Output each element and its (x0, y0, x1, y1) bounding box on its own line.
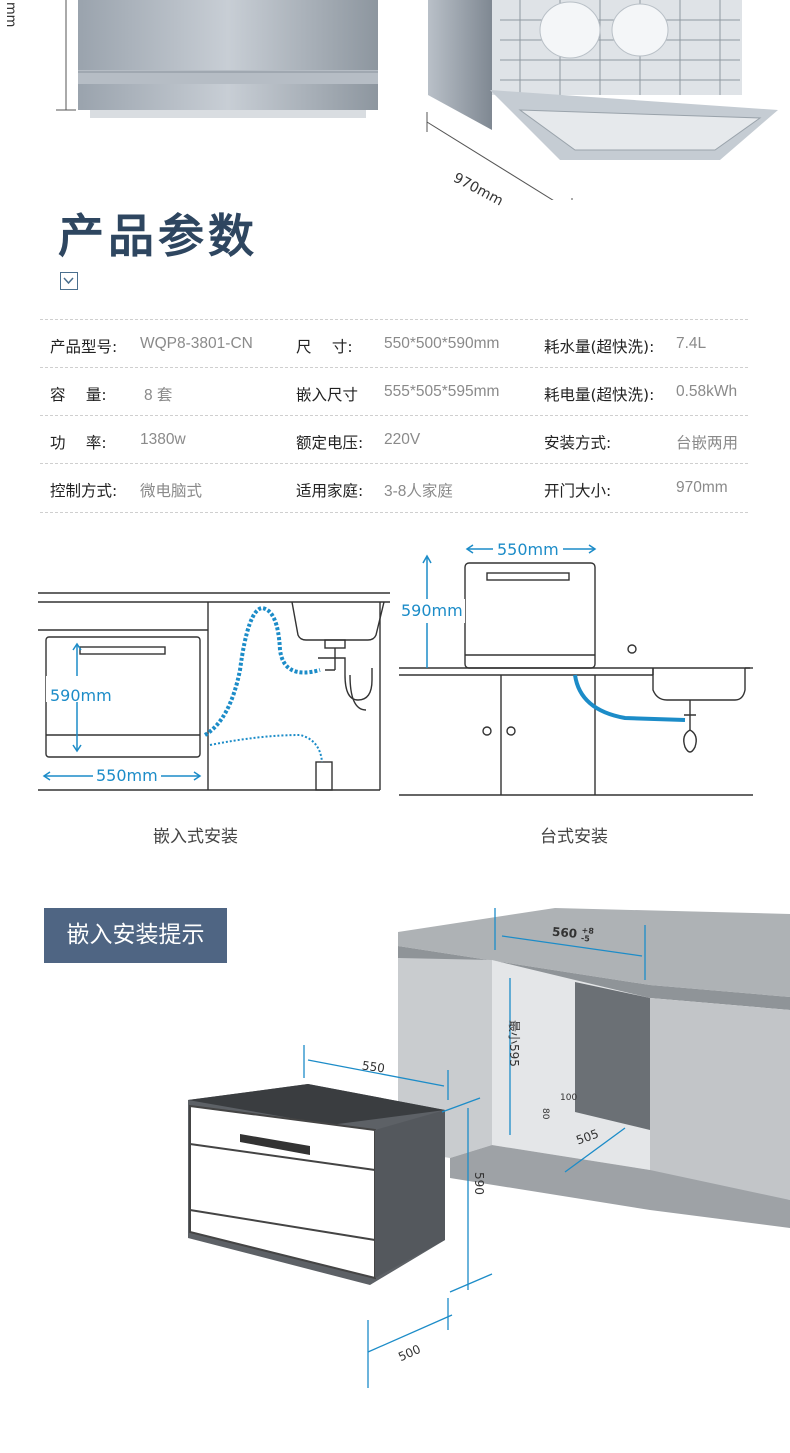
param-label: 安装方式: (544, 434, 612, 452)
tolerance-minus: -5 (580, 933, 591, 944)
param-value: 8 套 (144, 387, 173, 404)
builtin-install-diagram: 590mm 550mm (0, 540, 395, 800)
param-label: 控制方式: (50, 482, 118, 500)
param-label: 额定电压: (296, 434, 364, 452)
gap-80-label: 80 (540, 1108, 550, 1120)
chevron-down-icon (60, 272, 78, 290)
param-value: 3-8人家庭 (384, 483, 453, 500)
param-label: 耗电量(超快洗): (544, 386, 655, 404)
builtin-height-label: 590mm (50, 686, 112, 705)
page-title: 产品参数 (58, 209, 258, 263)
cabinet-width-label: 560 (551, 924, 578, 941)
countertop-install-diagram: 590mm 550mm (395, 535, 790, 800)
table-row: 功 率: 1380w 额定电压: 220V 安装方式: 台嵌两用 (40, 415, 748, 464)
countertop-height-label: 590mm (401, 601, 463, 620)
table-row: 容 量: 8 套 嵌入尺寸 555*505*595mm 耗电量(超快洗): 0.… (40, 367, 748, 416)
param-value: 台嵌两用 (676, 435, 739, 452)
param-label: 适用家庭: (296, 482, 364, 500)
param-value: 7.4L (676, 335, 707, 352)
param-value: WQP8-3801-CN (140, 335, 253, 352)
param-label: 耗水量(超快洗): (544, 338, 655, 356)
param-label: 功 率: (50, 434, 107, 452)
hero-section: mm 970mm (0, 0, 790, 222)
machine-width-label: 550 (361, 1058, 386, 1076)
dim-left-label: mm (3, 2, 18, 28)
gap-100-label: 100 (560, 1093, 578, 1103)
table-row: 产品型号: WQP8-3801-CN 尺 寸: 550*500*590mm 耗水… (40, 319, 748, 368)
param-value: 970mm (676, 479, 728, 496)
param-label: 容 量: (50, 386, 107, 404)
cabinet-height-label: 最小595 (507, 1020, 521, 1067)
machine-height-label: 590 (472, 1172, 486, 1195)
cabinet-illustration: 560 +8 -5 最小595 505 100 80 550 590 500 (180, 900, 790, 1449)
param-value: 微电脑式 (140, 483, 203, 500)
hero-illustration (56, 0, 778, 222)
param-value: 1380w (140, 431, 186, 448)
countertop-caption: 台式安装 (540, 827, 608, 847)
cabinet-drawing (188, 908, 790, 1388)
param-value: 0.58kWh (676, 383, 738, 400)
countertop-width-label: 550mm (497, 540, 559, 559)
builtin-width-label: 550mm (93, 766, 161, 785)
param-label: 嵌入尺寸 (296, 386, 359, 404)
countertop-install-drawing (399, 539, 753, 796)
param-value: 550*500*590mm (384, 335, 500, 352)
param-label: 尺 寸: (296, 338, 353, 356)
builtin-caption: 嵌入式安装 (153, 827, 238, 847)
param-value: 555*505*595mm (384, 383, 500, 400)
builtin-install-drawing (38, 592, 390, 791)
param-label: 产品型号: (50, 338, 118, 356)
table-row: 控制方式: 微电脑式 适用家庭: 3-8人家庭 开门大小: 970mm (40, 463, 748, 513)
install-tips-heading: 嵌入安装提示 (44, 908, 227, 963)
param-value: 220V (384, 431, 421, 448)
param-label: 开门大小: (544, 482, 612, 500)
